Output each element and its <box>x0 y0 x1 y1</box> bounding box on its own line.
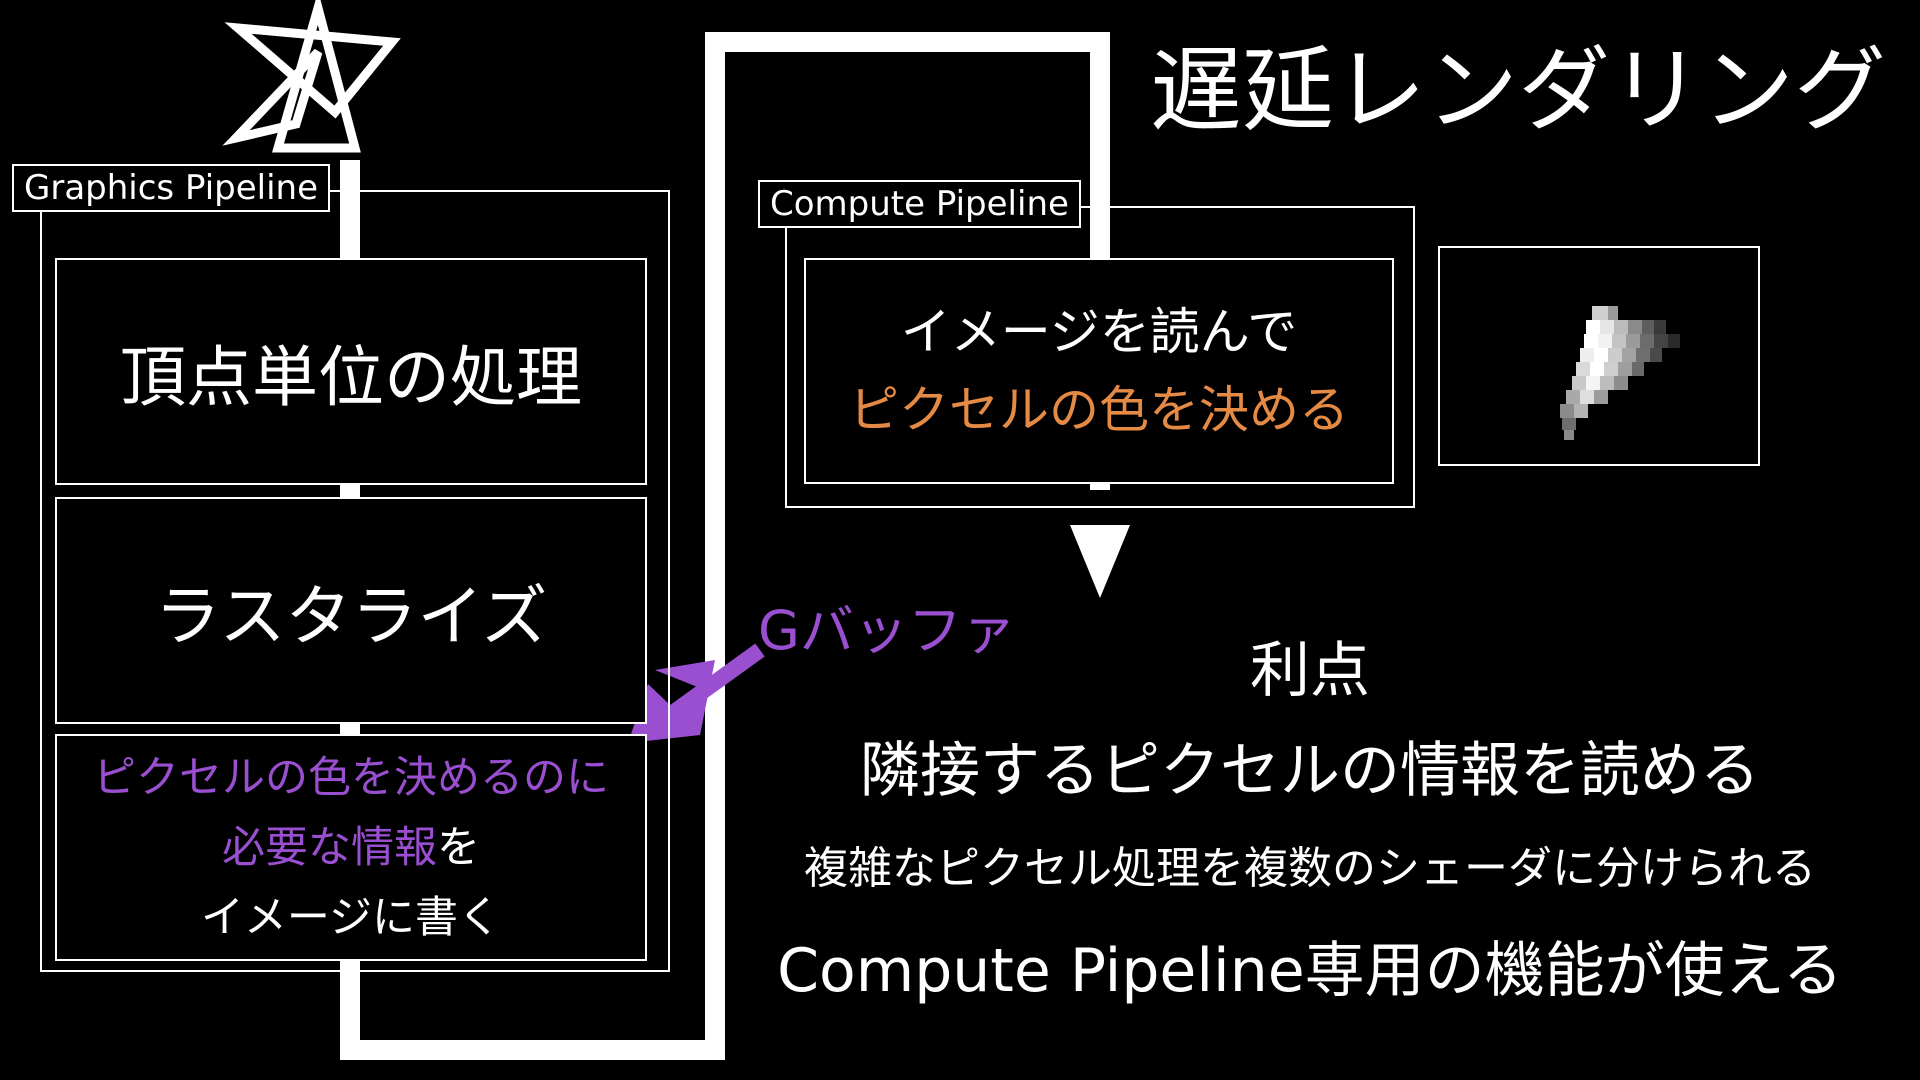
compute-stage-line-1: イメージを読んで <box>900 303 1298 361</box>
page-title: 遅延レンダリング <box>1150 37 1887 144</box>
graphics-pipeline-label: Graphics Pipeline <box>12 164 331 212</box>
pixel-stage-line-2: 必要な情報を <box>222 813 480 883</box>
flow-arrow-head <box>1070 525 1130 598</box>
stage-pixel-output: ピクセルの色を決めるのに 必要な情報を イメージに書く <box>55 734 647 961</box>
pixel-stage-line-3: イメージに書く <box>201 883 501 953</box>
gbuffer-label: Gバッファ <box>758 599 1016 662</box>
wireframe-triangles-icon <box>222 0 401 153</box>
stage-compute-shade: イメージを読んで ピクセルの色を決める <box>804 258 1394 484</box>
stage-rasterize: ラスタライズ <box>55 497 647 724</box>
graphics-pipeline-frame <box>40 190 670 972</box>
benefit-item-2: 複雑なピクセル処理を複数のシェーダに分けられる <box>804 843 1816 894</box>
benefit-item-1: 隣接するピクセルの情報を読める <box>860 736 1760 806</box>
pixel-stage-line-2-rest: を <box>437 822 480 873</box>
benefit-item-3: Compute Pipeline専用の機能が使える <box>777 936 1843 1006</box>
stage-vertex-processing: 頂点単位の処理 <box>55 258 647 485</box>
rendered-shape-preview <box>1438 246 1760 466</box>
stage-vertex-label: 頂点単位の処理 <box>120 338 582 416</box>
stage-rasterize-label: ラスタライズ <box>154 577 548 655</box>
compute-pipeline-label: Compute Pipeline <box>758 180 1081 228</box>
compute-pipeline-frame <box>785 206 1415 508</box>
pixel-stage-line-2-highlight: 必要な情報 <box>222 822 437 873</box>
pixel-stage-line-3-text: イメージに書く <box>200 892 502 943</box>
benefits-heading: 利点 <box>1250 636 1370 706</box>
pixel-stage-line-1: ピクセルの色を決めるのに <box>93 743 609 813</box>
compute-stage-line-2: ピクセルの色を決める <box>849 381 1349 439</box>
pixel-stage-line-1-text: ピクセルの色を決めるのに <box>93 752 609 803</box>
rendered-shape-image <box>1560 306 1680 440</box>
